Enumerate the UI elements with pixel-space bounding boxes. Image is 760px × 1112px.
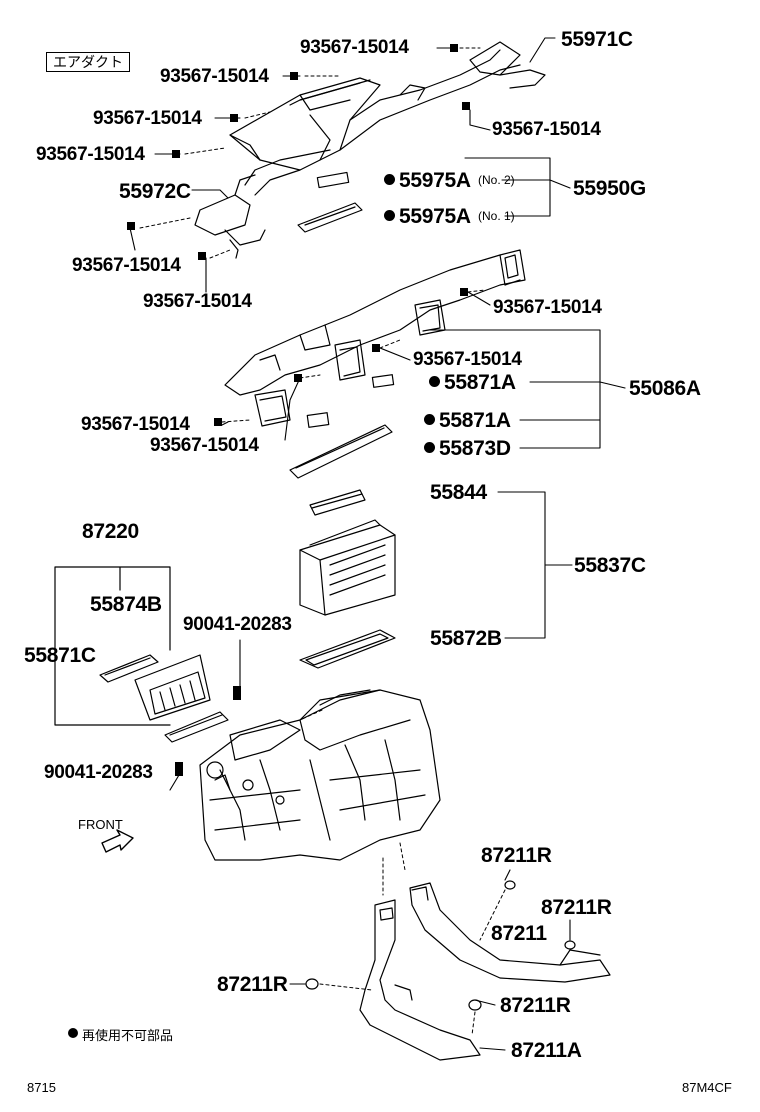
part-label-87211R-a: 87211R [481,844,552,867]
part-label-55971C: 55971C [561,28,633,51]
left-box [134,654,211,721]
non-reusable-marker [384,210,395,221]
part-label-93567-a: 93567-15014 [300,37,409,58]
part-label-55871A-1: 55871A [429,372,516,393]
non-reusable-marker [424,442,435,453]
part-label-55844: 55844 [430,481,487,504]
part-label-55872B: 55872B [430,627,502,650]
front-label: FRONT [78,817,123,832]
non-reusable-marker [424,414,435,425]
part-label-55086A: 55086A [629,377,701,400]
part-label-93567-b: 93567-15014 [160,66,269,87]
part-label-87220: 87220 [82,520,139,543]
part-label-90041-a: 90041-20283 [183,614,292,635]
part-label-55871A-2: 55871A [424,410,511,431]
part-label-87211R-c: 87211R [217,973,288,996]
part-label-87211: 87211 [491,922,547,945]
heater-unit [199,689,441,861]
part-label-90041-b: 90041-20283 [44,762,153,783]
part-label-93567-j: 93567-15014 [81,414,190,435]
part-label-55972C: 55972C [119,180,191,203]
part-label-55837C: 55837C [574,554,646,577]
part-label-87211A: 87211A [511,1039,582,1062]
part-label-55975A-no2: 55975A [384,170,471,191]
legend: 再使用不可部品 [68,1025,173,1044]
legend-marker [68,1028,78,1038]
part-label-55874B: 55874B [90,593,162,616]
category-label: エアダクト [46,52,130,72]
center-box [299,519,396,616]
footer-left: 8715 [27,1080,56,1095]
note-no1: (No. 1) [478,209,515,223]
part-label-93567-i: 93567-15014 [413,349,522,370]
part-label-87211R-d: 87211R [500,994,571,1017]
part-label-55950G: 55950G [573,177,646,200]
note-no2: (No. 2) [478,173,515,187]
part-label-87211R-b: 87211R [541,896,612,919]
part-label-55975A-no1: 55975A [384,206,471,227]
upper-duct-assembly [194,41,546,259]
non-reusable-marker [384,174,395,185]
part-label-93567-k: 93567-15014 [150,435,259,456]
part-label-93567-d: 93567-15014 [36,144,145,165]
lower-duct-assembly [359,882,611,1061]
non-reusable-marker [429,376,440,387]
part-label-93567-c: 93567-15014 [93,108,202,129]
part-label-55873D: 55873D [424,438,511,459]
part-label-93567-g: 93567-15014 [143,291,252,312]
part-label-93567-h: 93567-15014 [493,297,602,318]
part-label-55871C: 55871C [24,644,96,667]
footer-right: 87M4CF [682,1080,732,1095]
middle-duct-assembly [224,249,526,427]
part-label-93567-f: 93567-15014 [72,255,181,276]
part-label-93567-e: 93567-15014 [492,119,601,140]
